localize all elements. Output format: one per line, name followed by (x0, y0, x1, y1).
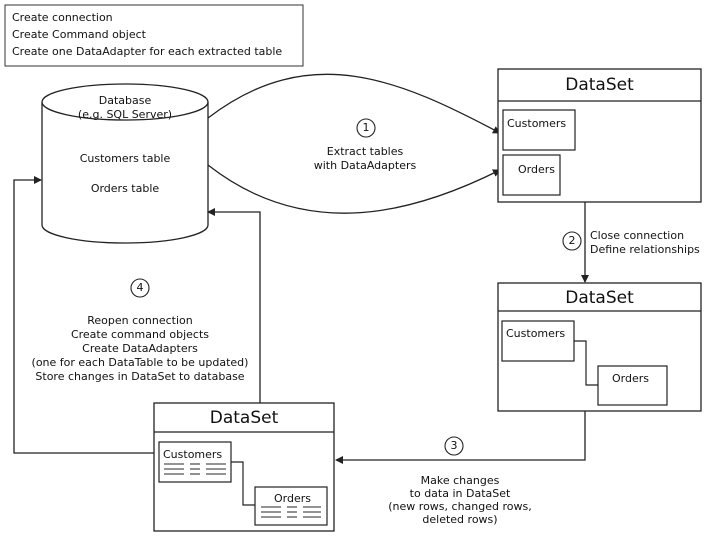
orders-table-box-2 (597, 365, 668, 406)
step3-circle (444, 436, 464, 456)
step3-line-3: (new rows, changed rows, (388, 500, 532, 513)
dataset3-customers-label: Customers (163, 448, 223, 461)
step4-line-5: Store changes in DataSet to database (35, 370, 245, 383)
step3-number: 3 (450, 439, 458, 452)
database-cylinder (41, 83, 209, 244)
step4-line-1: Reopen connection (87, 314, 193, 327)
database-table-customers: Customers table (79, 152, 171, 165)
customers-table-box-2 (501, 320, 575, 362)
dataset2-customers-label: Customers (506, 327, 566, 340)
customers-table-box-1 (502, 109, 576, 151)
dataset-title-2: DataSet (565, 288, 634, 308)
relationship-line-3 (231, 461, 255, 506)
dataset1-customers-label: Customers (507, 117, 567, 130)
dataset1-orders-label: Orders (518, 163, 555, 176)
dataset-title-1: DataSet (565, 75, 634, 95)
orders-rows-glyph (261, 506, 321, 518)
step4-arrow-outer (13, 176, 154, 454)
dataset-title-3: DataSet (209, 408, 279, 428)
database-title: Database (98, 94, 152, 107)
step1-circle (356, 118, 376, 138)
customers-table-box-3 (158, 441, 232, 483)
step4-line-3: Create DataAdapters (82, 342, 198, 355)
step4-line-4: (one for each DataTable to be updated) (31, 356, 249, 369)
customers-rows-glyph (164, 463, 226, 475)
database-subtitle: (e.g. SQL Server) (77, 108, 173, 121)
note-line-1: Create connection (12, 11, 113, 24)
step1-number: 1 (362, 121, 370, 134)
dataset3-orders-label: Orders (274, 492, 311, 505)
note-line-3: Create one DataAdapter for each extracte… (12, 45, 283, 58)
step1-line-2: with DataAdapters (313, 159, 417, 172)
step1-line-1: Extract tables (326, 145, 404, 158)
note-box (4, 4, 304, 67)
step4-line-2: Create command objects (70, 328, 210, 341)
step3-arrow (335, 411, 586, 464)
step3-line-2: to data in DataSet (409, 487, 511, 500)
step4-circle (130, 278, 150, 298)
step2-number: 2 (568, 234, 576, 247)
note-line-2: Create Command object (12, 28, 146, 41)
relationship-line-2 (574, 340, 598, 386)
step3-line-1: Make changes (420, 474, 500, 487)
orders-table-box-3 (254, 486, 328, 526)
step2-circle (562, 231, 582, 251)
step2-line-1: Close connection (590, 229, 685, 242)
database-table-orders: Orders table (90, 182, 160, 195)
dataset2-orders-label: Orders (612, 372, 649, 385)
extract-arc-bottom (207, 164, 501, 214)
step2-line-2: Define relationships (590, 243, 700, 256)
step3-line-4: deleted rows) (422, 513, 498, 526)
orders-table-box-1 (502, 154, 561, 196)
step4-number: 4 (136, 281, 144, 294)
extract-arc-top (207, 73, 501, 134)
step4-arrow-inner (207, 208, 261, 403)
